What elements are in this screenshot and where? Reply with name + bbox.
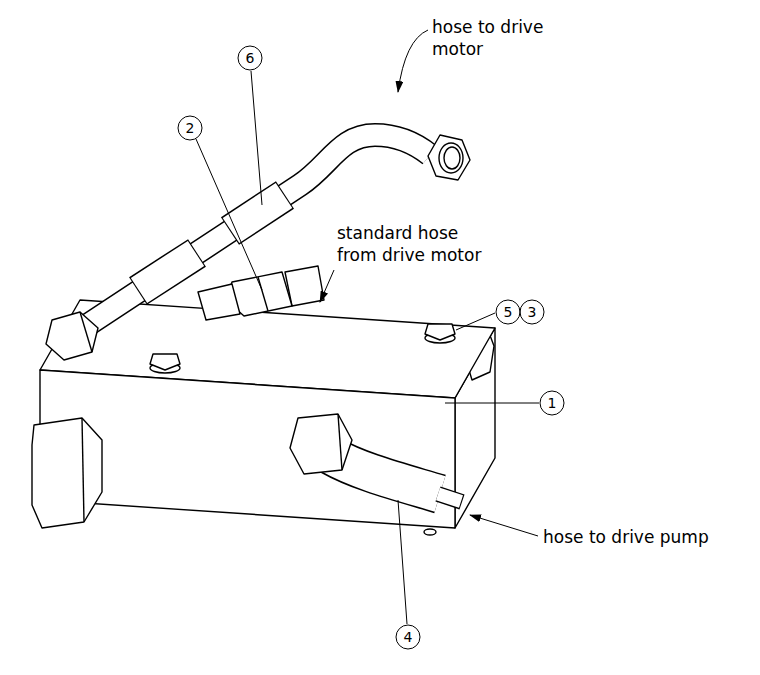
leader-lines <box>196 30 539 624</box>
nut-hex <box>290 414 352 474</box>
callout-circles <box>178 46 564 649</box>
nut-facet <box>80 312 92 352</box>
leader-line <box>398 500 407 624</box>
tube-end <box>438 494 461 502</box>
leader-line <box>445 403 539 404</box>
manifold-block <box>40 300 495 535</box>
motor-end-nut <box>428 135 470 180</box>
callout-circle <box>238 46 262 70</box>
callout-number: 2 <box>178 116 202 140</box>
callout-circle <box>178 116 202 140</box>
hose-end-nut <box>46 312 98 360</box>
callout-circle <box>540 391 564 415</box>
callout-number: 1 <box>540 391 564 415</box>
nut-facet <box>258 277 268 311</box>
leader-line <box>456 313 495 330</box>
hose-ferrule <box>139 254 196 291</box>
callout-circle <box>496 300 520 324</box>
end-plug <box>32 418 102 528</box>
nut-bore <box>444 147 460 169</box>
callout-circle <box>520 300 544 324</box>
bolts <box>150 324 455 373</box>
callout-number: 6 <box>238 46 262 70</box>
tube-end <box>438 494 462 502</box>
leader-line <box>196 139 262 290</box>
bolt-head <box>150 354 180 370</box>
fitting-collar <box>198 284 240 320</box>
plug-facet <box>82 418 84 522</box>
hose-ferrule <box>138 253 197 291</box>
elbow-fill <box>330 455 440 494</box>
elbow-outline <box>330 455 440 494</box>
arrow-leader <box>398 30 428 92</box>
fitting-2 <box>198 266 324 320</box>
callout-circle <box>396 625 420 649</box>
note-label: hose to drive pump <box>543 526 709 548</box>
callout-number: 3 <box>520 300 544 324</box>
note-label: standard hose from drive motor <box>337 222 497 266</box>
hose-ferrule <box>231 196 284 231</box>
fitting-4-nut <box>290 414 352 474</box>
end-plug-hex <box>32 418 102 528</box>
leader-line <box>251 71 262 205</box>
callout-number: 5 <box>496 300 520 324</box>
fitting-4 <box>330 455 462 502</box>
nut-opening <box>439 143 463 173</box>
hose-ferrule <box>230 195 285 231</box>
arrow-leader <box>320 270 334 302</box>
note-label: hose to drive motor <box>432 16 562 60</box>
bolt-head <box>425 324 455 340</box>
block-foot <box>424 529 436 535</box>
callout-number: 4 <box>396 625 420 649</box>
arrow-leader <box>470 515 538 536</box>
nut-facet <box>338 414 342 470</box>
